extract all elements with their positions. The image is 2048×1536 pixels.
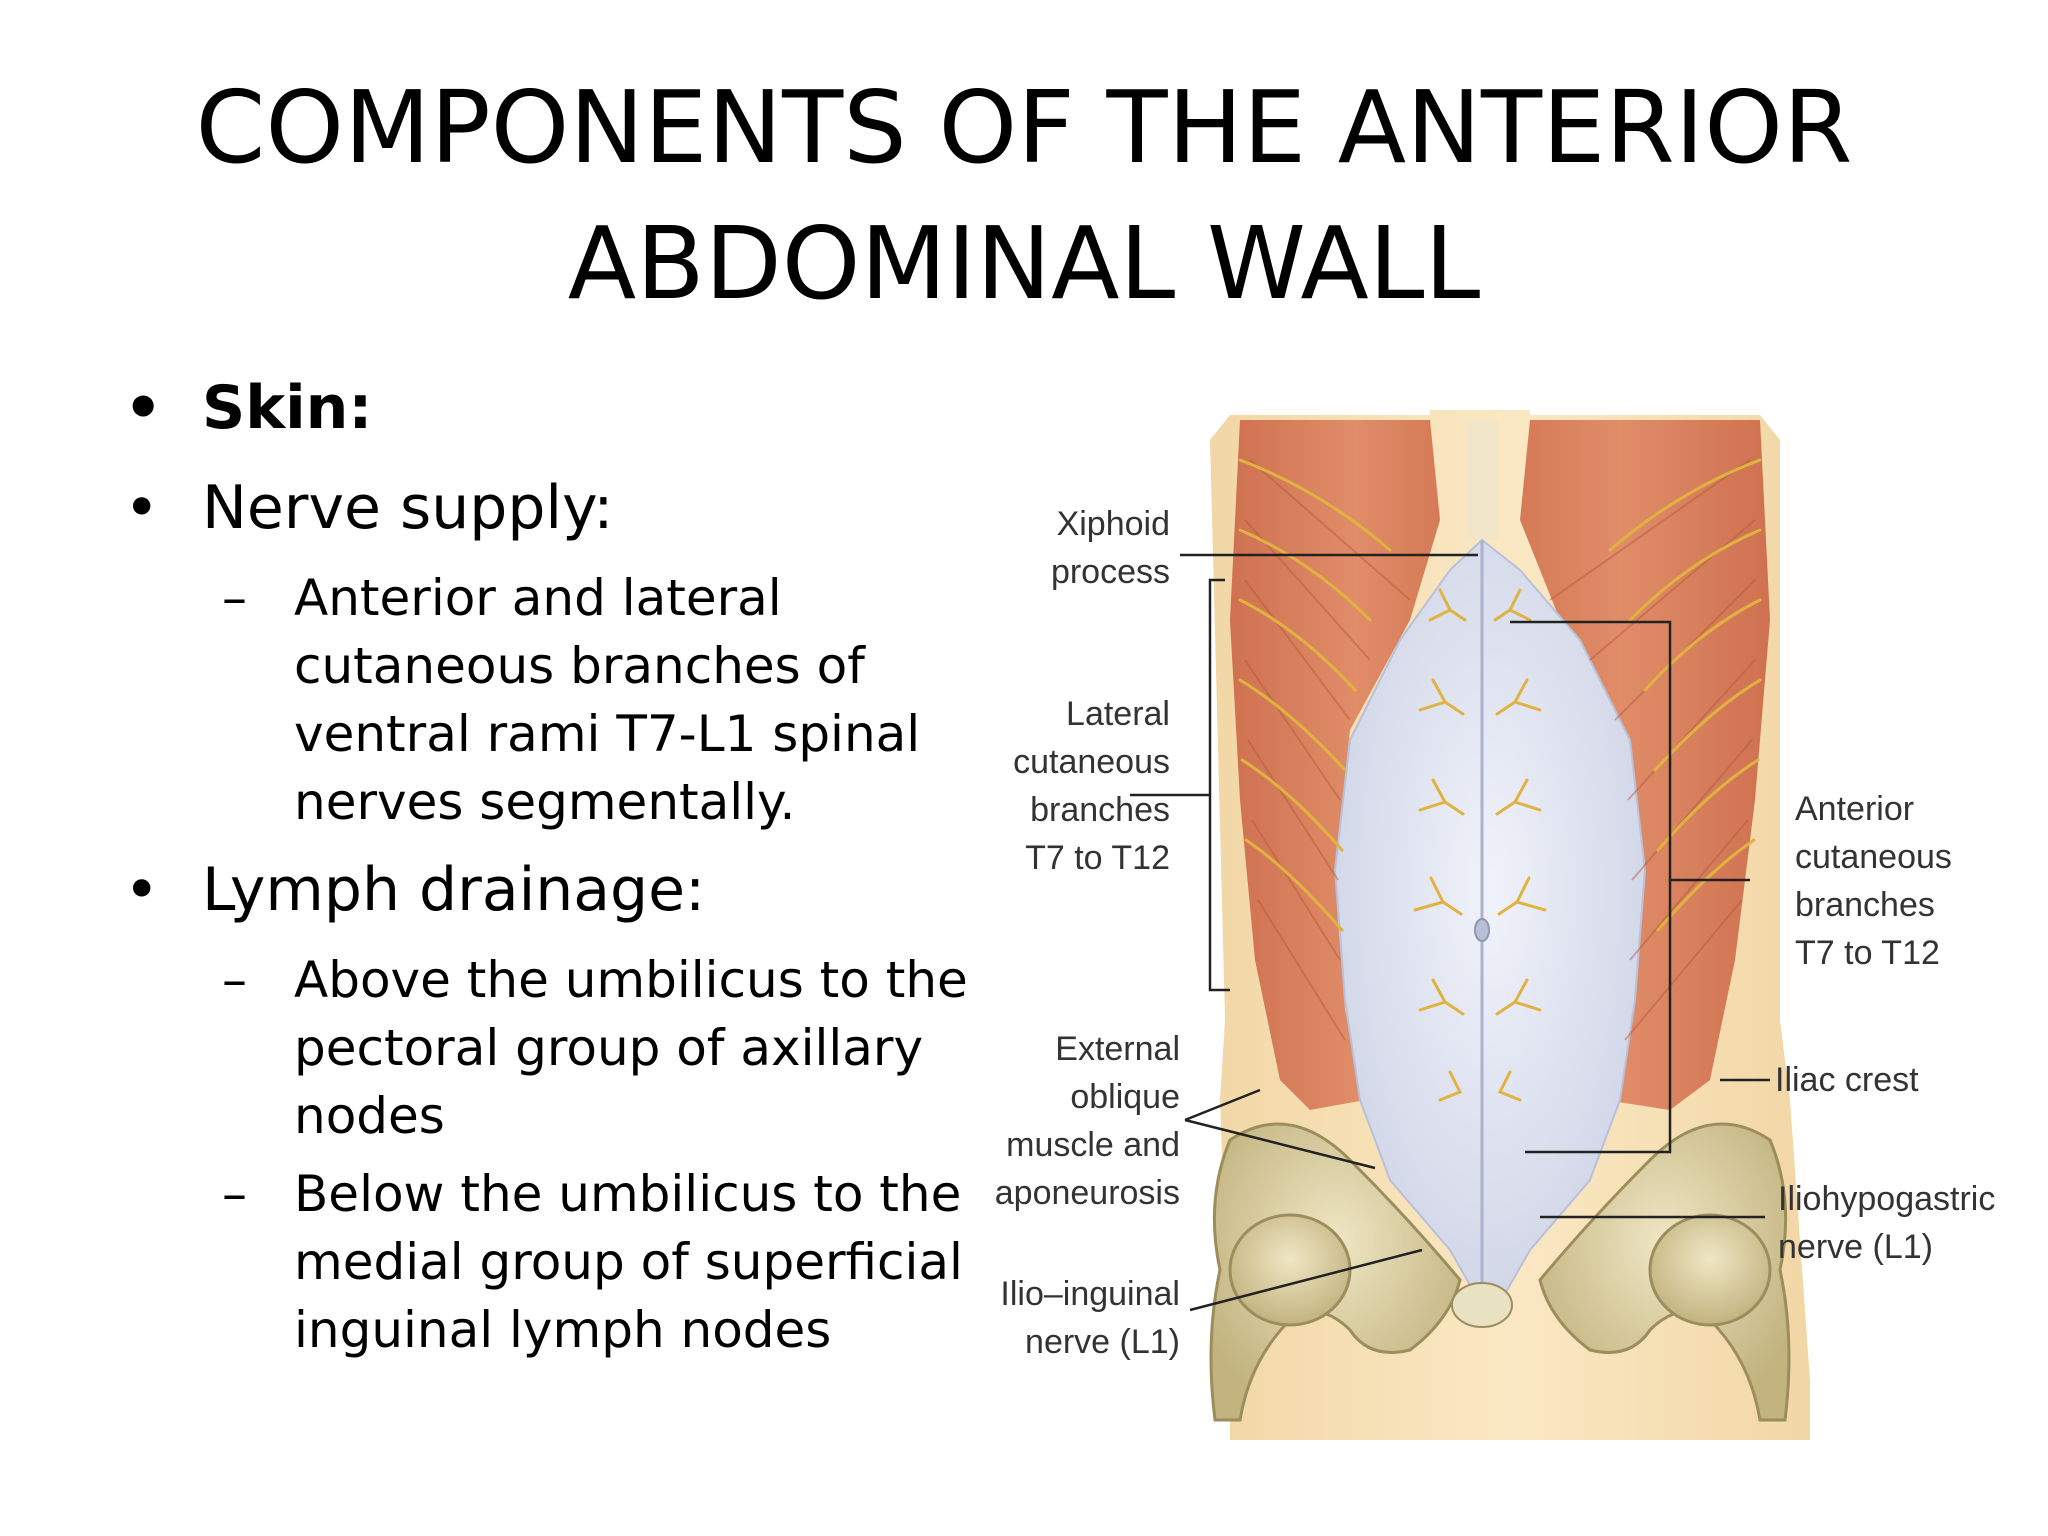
anatomy-figure: Xiphoid process Lateral cutaneous branch… (990, 400, 2010, 1440)
bullet-nerve-supply: Nerve supply: (120, 472, 1000, 544)
dash-marker: – (222, 569, 247, 627)
label-lateral-cutaneous-branches: Lateral cutaneous branches T7 to T12 (1013, 695, 1170, 877)
sub-bullet-nerve-line-3: ventral rami T7-L1 spinal (294, 705, 921, 763)
sub-bullet-lymph-below-line-2: medial group of superficial (294, 1233, 963, 1291)
umbilicus (1474, 918, 1490, 942)
anterior-abdominal-wall-illustration (1130, 410, 1810, 1440)
bullet-skin: Skin: (120, 372, 1000, 444)
dash-marker: – (222, 951, 247, 1009)
left-muscle-fibers (1244, 459, 1411, 1041)
linea-alba-upper (1466, 420, 1498, 540)
slide-title-line-2: ABDOMINAL WALL (567, 205, 1481, 322)
sub-bullet-lymph-below-line-1: Below the umbilicus to the (294, 1165, 962, 1223)
right-muscle-fibers (1549, 459, 1756, 1041)
label-ilioinguinal-nerve: Ilio–inguinal nerve (L1) (1000, 1275, 1180, 1361)
sub-bullet-nerve-line-2: cutaneous branches of (294, 637, 865, 695)
slide-title-line-1: COMPONENTS OF THE ANTERIOR (195, 69, 1853, 186)
sub-bullet-lymph-below-line-3: inguinal lymph nodes (294, 1301, 832, 1359)
sub-bullet-nerve-line-4: nerves segmentally. (294, 773, 796, 831)
label-iliac-crest: Iliac crest (1775, 1061, 1919, 1099)
right-external-oblique-muscle (1520, 420, 1770, 1110)
left-femur-head (1228, 1213, 1352, 1327)
label-anterior-cutaneous-branches: Anterior cutaneous branches T7 to T12 (1795, 790, 1952, 972)
label-xiphoid-process: Xiphoid process (1050, 505, 1170, 591)
bullet-lymph-drainage: Lymph drainage: (120, 854, 1000, 926)
left-external-oblique-muscle (1230, 420, 1440, 1110)
pubic-symphysis (1451, 1282, 1513, 1328)
label-external-oblique: External oblique muscle and aponeurosis (994, 1030, 1180, 1212)
label-leader-lines (1130, 553, 1770, 1312)
sub-bullet-lymph-above-line-1: Above the umbilicus to the (294, 951, 968, 1009)
sub-bullet-lymph-above-line-3: nodes (294, 1087, 445, 1145)
sub-bullet-lymph-above: – Above the umbilicus to the pectoral gr… (120, 946, 1000, 1150)
sub-bullet-nerve-line-1: Anterior and lateral (294, 569, 782, 627)
right-femur-head (1648, 1213, 1772, 1327)
slide-title: COMPONENTS OF THE ANTERIOR ABDOMINAL WAL… (0, 60, 2048, 332)
sub-bullet-lymph-above-line-2: pectoral group of axillary (294, 1019, 924, 1077)
sub-bullet-nerve: – Anterior and lateral cutaneous branche… (120, 564, 1000, 836)
label-iliohypogastric-nerve: Iliohypogastric nerve (L1) (1778, 1180, 1996, 1266)
sub-bullet-lymph-below: – Below the umbilicus to the medial grou… (120, 1160, 1000, 1364)
dash-marker: – (222, 1165, 247, 1223)
bullet-list: Skin: Nerve supply: – Anterior and later… (120, 372, 1000, 1382)
